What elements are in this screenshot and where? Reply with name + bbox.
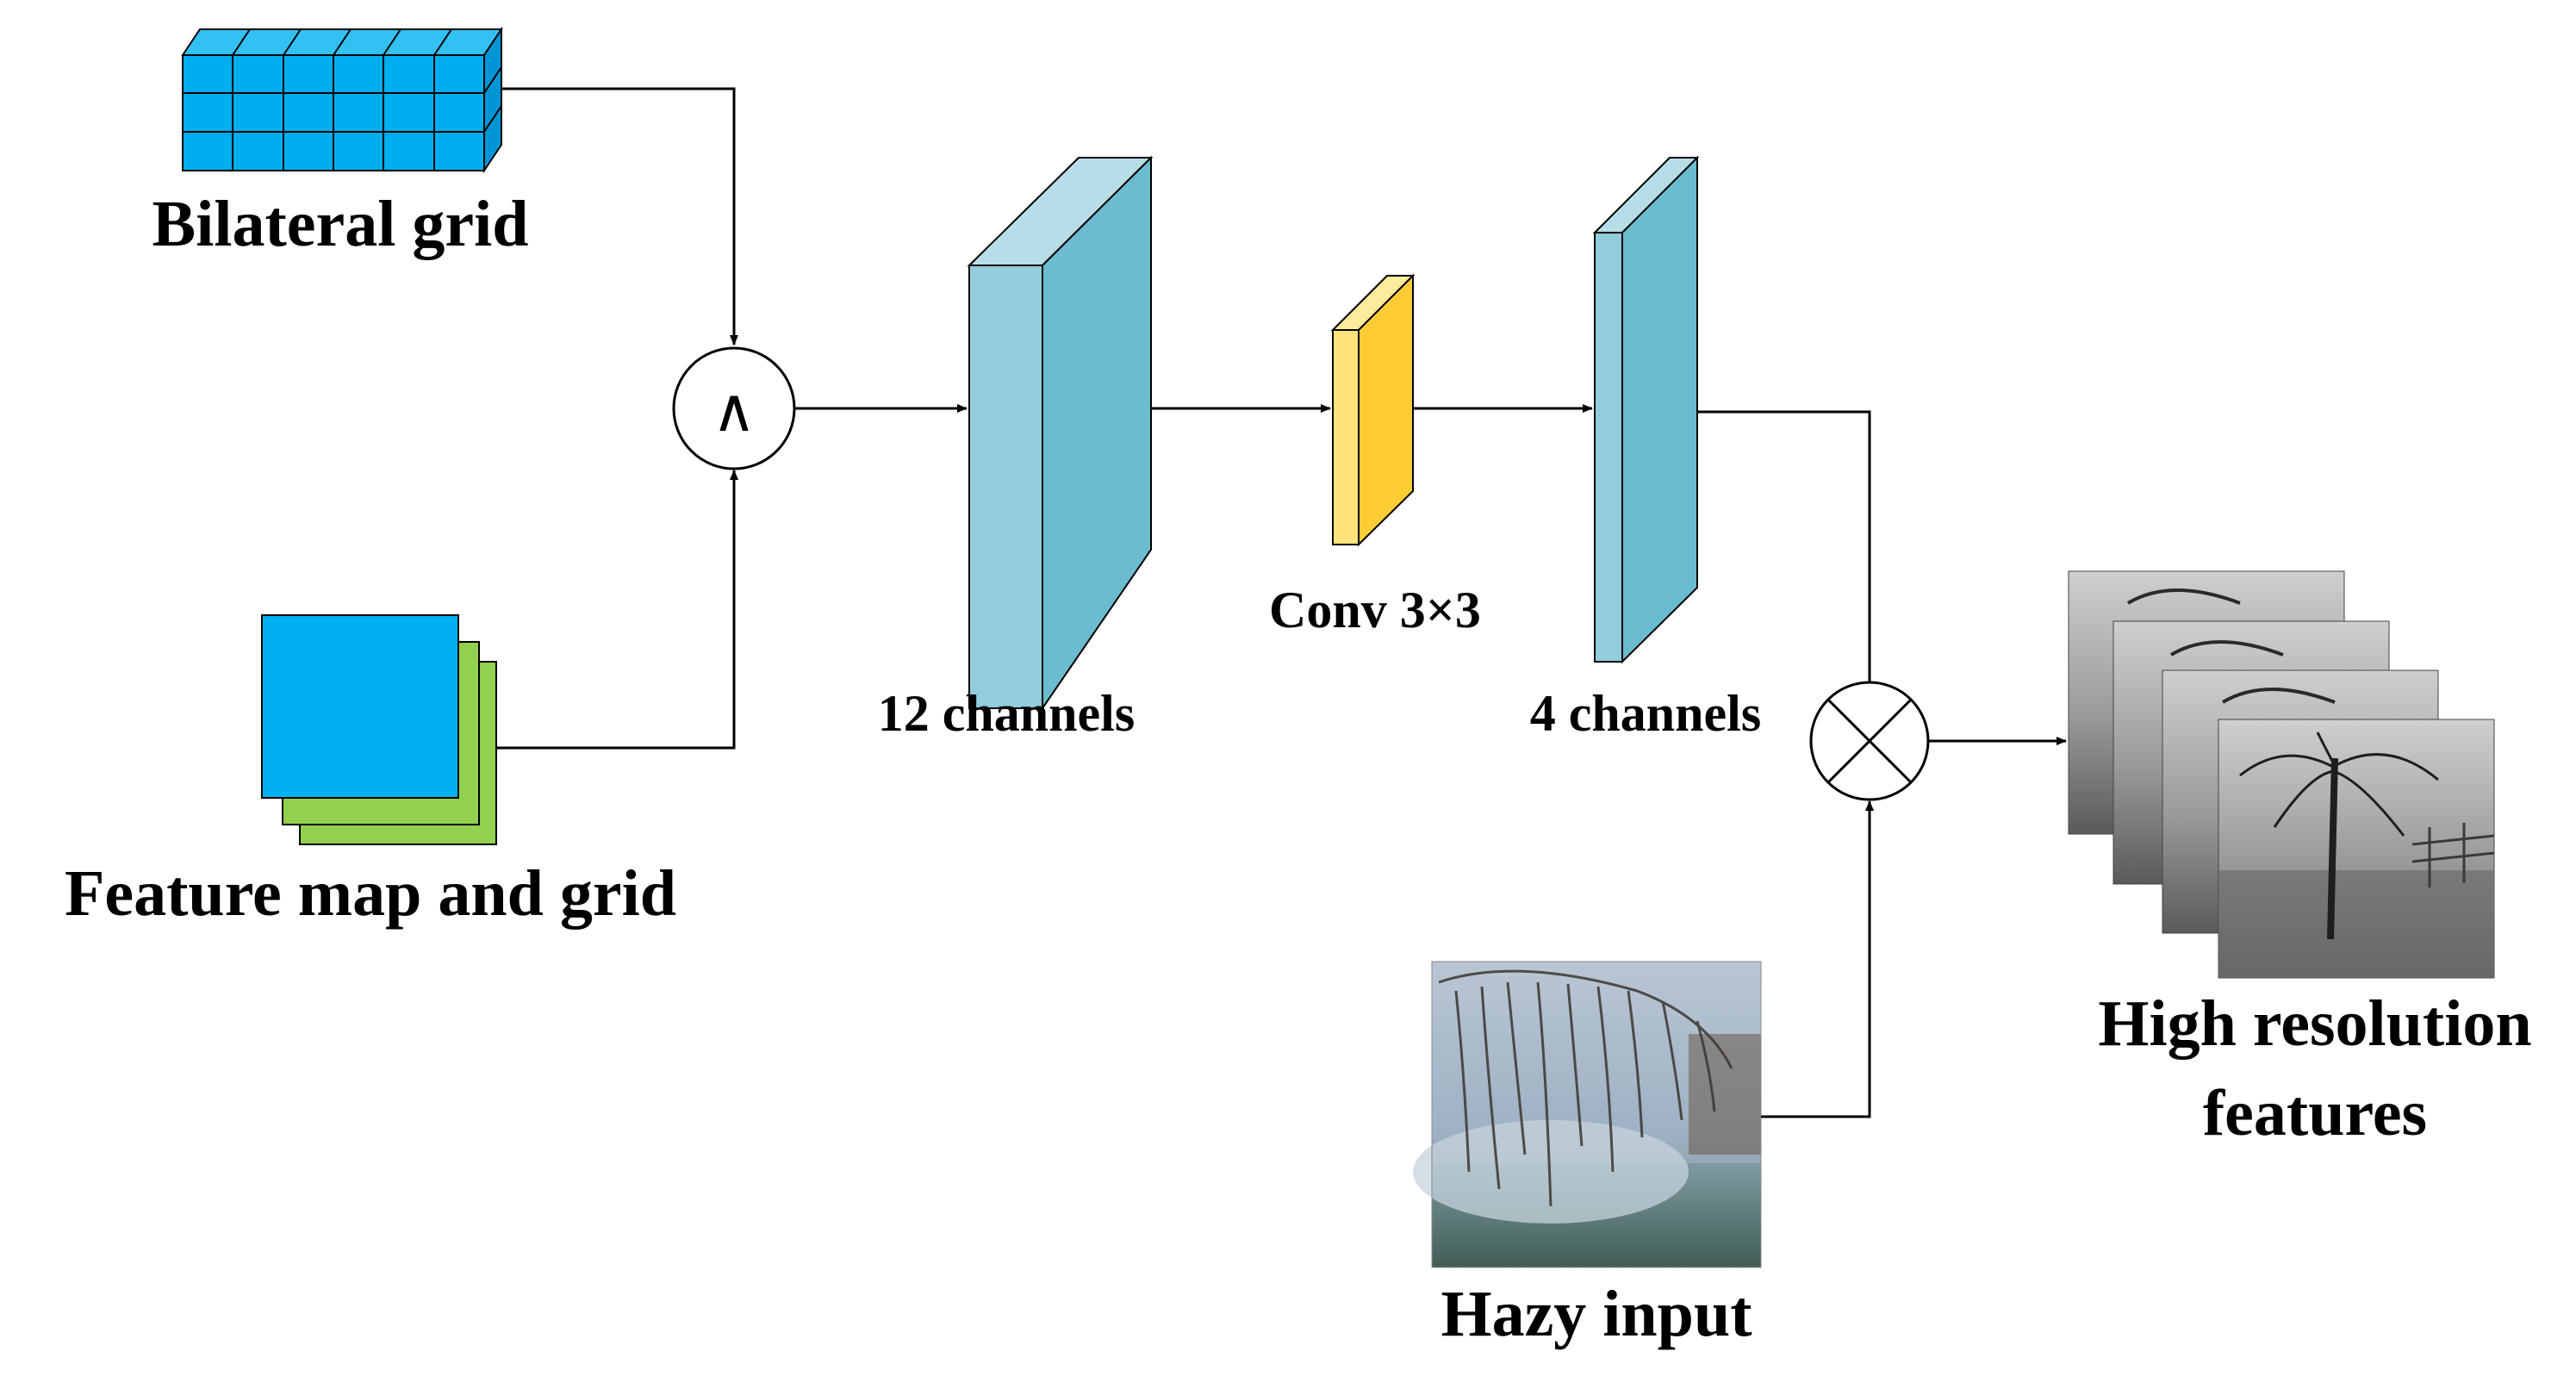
- conv-block: [1330, 273, 1416, 547]
- high-res-feature-stack: [2068, 570, 2495, 979]
- feature-image-4: [2218, 719, 2495, 979]
- conv-label: Conv 3×3: [1269, 582, 1481, 638]
- hazy-to-multiply-arrow: [1761, 800, 1874, 1118]
- high-res-label-line1: High resolution: [2098, 987, 2531, 1060]
- slice-symbol: ∧: [712, 375, 756, 445]
- bilateral-grid-label: Bilateral grid: [152, 188, 529, 260]
- feature-map-stack: [261, 614, 497, 845]
- hazy-input-label: Hazy input: [1440, 1278, 1752, 1350]
- wedge-circle-icon: ∧: [672, 346, 796, 470]
- block4-to-multiply-arrow: [1697, 410, 1874, 718]
- feature-to-slice-arrow: [496, 470, 738, 750]
- bilateral-to-slice-arrow: [501, 87, 738, 346]
- block-12-channels: [967, 155, 1154, 712]
- feature-map-label: Feature map and grid: [65, 857, 676, 930]
- channels-12-label: 12 channels: [878, 685, 1135, 742]
- channels-4-label: 4 channels: [1530, 685, 1761, 742]
- circle-x-icon: [1809, 681, 1930, 801]
- bilateral-grid-block: [181, 26, 503, 174]
- high-res-label-line2: features: [2203, 1077, 2427, 1149]
- block-4-channels: [1592, 155, 1700, 664]
- hazy-input-image: [1413, 961, 1762, 1268]
